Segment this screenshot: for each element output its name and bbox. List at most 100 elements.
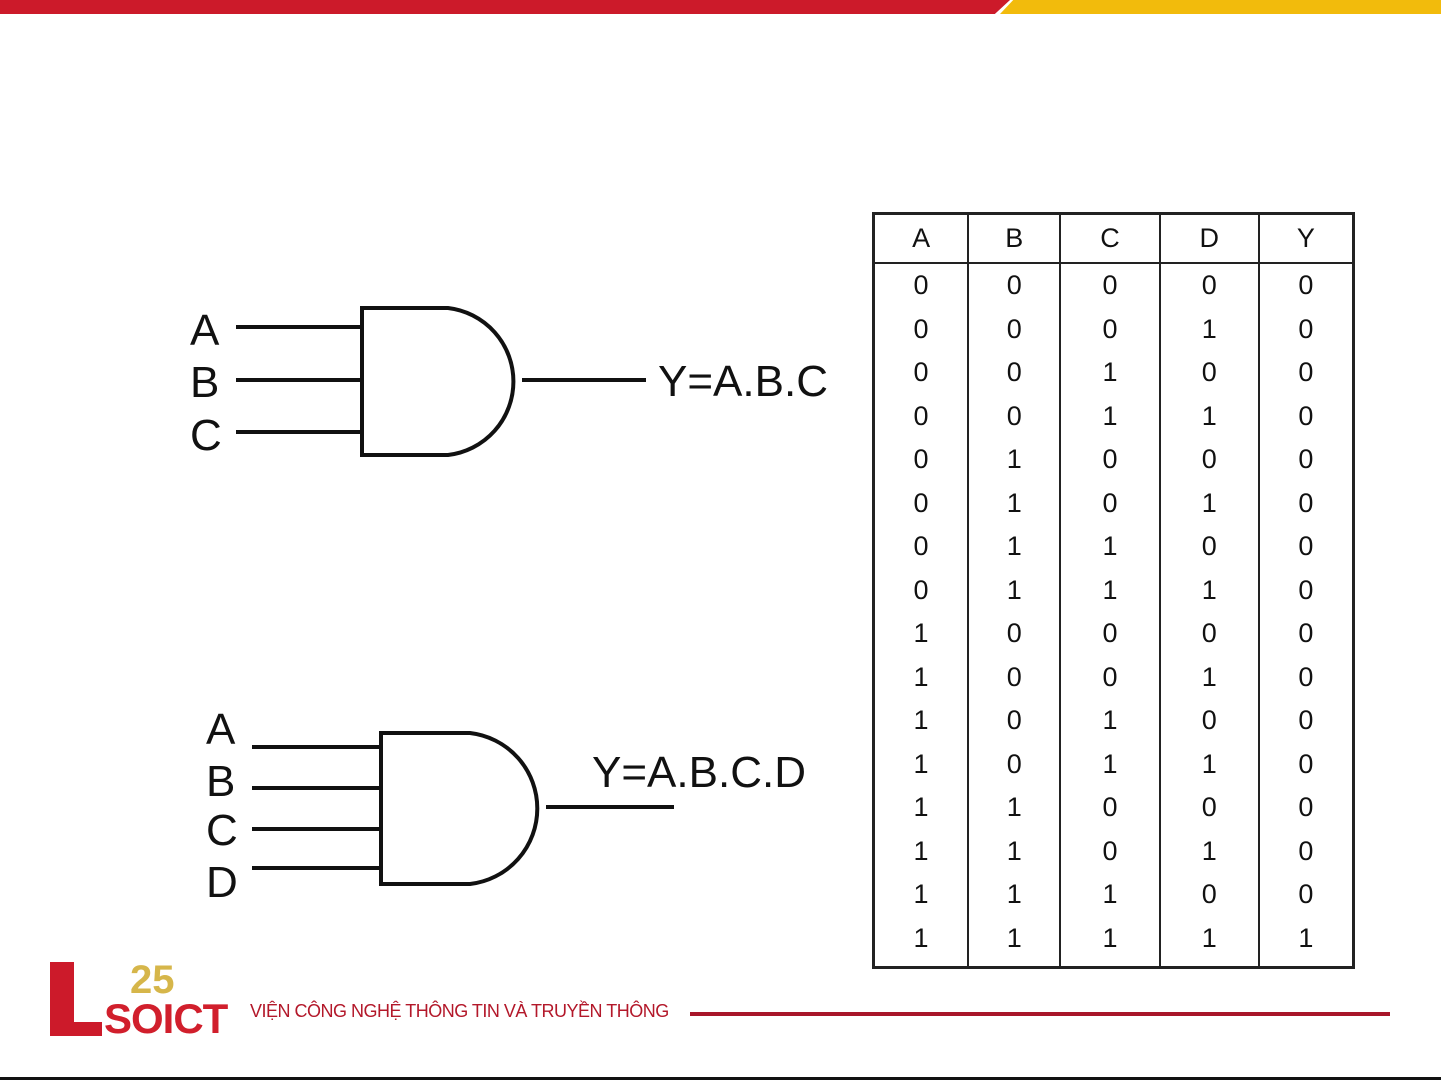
table-cell: 0 xyxy=(1059,786,1160,830)
institute-name: VIỆN CÔNG NGHỆ THÔNG TIN VÀ TRUYỀN THÔNG xyxy=(250,1001,669,1021)
table-cell: 0 xyxy=(913,357,929,388)
table-cell: 1 xyxy=(967,438,1061,482)
table-cell: 0 xyxy=(967,612,1061,656)
table-cell: 0 xyxy=(967,699,1061,743)
table-cell: 0 xyxy=(967,263,1061,308)
table-cell: 1 xyxy=(1059,742,1160,786)
table-cell: 1 xyxy=(967,481,1061,525)
soict-logo: SOICT xyxy=(104,995,228,1042)
table-cell: 0 xyxy=(913,487,929,518)
table-cell: 1 xyxy=(967,873,1061,917)
table-cell: 0 xyxy=(913,531,929,562)
column-header-b: B xyxy=(967,213,1061,264)
table-cell: 1 xyxy=(1059,525,1160,569)
table-cell: 1 xyxy=(913,618,929,649)
gate2-input-a: A xyxy=(206,705,236,754)
gate1-input-b: B xyxy=(190,358,219,407)
table-cell: 0 xyxy=(1257,438,1354,482)
table-cell: 0 xyxy=(913,574,929,605)
table-cell: 1 xyxy=(1158,742,1259,786)
table-cell: 0 xyxy=(1059,438,1160,482)
table-cell: 0 xyxy=(1158,525,1259,569)
table-cell: 0 xyxy=(1059,612,1160,656)
table-cell: 0 xyxy=(1257,394,1354,438)
gate2-output-expression: Y=A.B.C.D xyxy=(592,748,806,797)
table-cell: 0 xyxy=(1158,351,1259,395)
table-cell: 0 xyxy=(1158,786,1259,830)
table-cell: 0 xyxy=(1158,873,1259,917)
table-cell: 0 xyxy=(1158,263,1259,308)
table-cell: 0 xyxy=(1059,829,1160,873)
table-cell: 0 xyxy=(1257,263,1354,308)
table-cell: 1 xyxy=(1158,655,1259,699)
table-cell: 0 xyxy=(1257,655,1354,699)
table-cell: 0 xyxy=(967,351,1061,395)
gate2-input-c: C xyxy=(206,806,238,855)
table-cell: 0 xyxy=(1257,699,1354,743)
and-gate-diagrams: A B C Y=A.B.C A B C D Y=A.B.C.D xyxy=(190,306,828,907)
table-cell: 1 xyxy=(967,786,1061,830)
anniversary-logo: 25 xyxy=(130,958,175,1002)
table-cell: 0 xyxy=(1059,307,1160,351)
table-cell: 0 xyxy=(967,742,1061,786)
top-bar-yellow xyxy=(1000,0,1441,14)
table-cell: 1 xyxy=(913,661,929,692)
table-cell: 0 xyxy=(1257,568,1354,612)
table-cell: 0 xyxy=(1158,699,1259,743)
table-cell: 1 xyxy=(913,705,929,736)
table-cell: 1 xyxy=(1059,916,1160,968)
table-cell: 0 xyxy=(1257,873,1354,917)
gate1-input-c: C xyxy=(190,411,222,460)
top-bar-red xyxy=(0,0,1010,14)
table-cell: 1 xyxy=(1059,873,1160,917)
column-header-c: C xyxy=(1059,213,1160,264)
and-gate-4-input xyxy=(252,731,674,886)
table-cell: 1 xyxy=(1059,568,1160,612)
table-cell: 0 xyxy=(1158,438,1259,482)
table-cell: 1 xyxy=(913,922,929,953)
table-cell: 1 xyxy=(967,568,1061,612)
gate1-input-a: A xyxy=(190,306,220,355)
table-cell: 1 xyxy=(967,829,1061,873)
table-cell: 1 xyxy=(1158,568,1259,612)
table-cell: 1 xyxy=(913,792,929,823)
table-cell: 0 xyxy=(967,394,1061,438)
table-cell: 0 xyxy=(1257,829,1354,873)
column-header-d: D xyxy=(1158,213,1259,264)
table-cell: 0 xyxy=(1059,655,1160,699)
table-cell: 0 xyxy=(913,444,929,475)
table-cell: 1 xyxy=(1158,481,1259,525)
table-cell: 1 xyxy=(1158,916,1259,968)
table-cell: 0 xyxy=(1257,525,1354,569)
bottom-border xyxy=(0,1077,1441,1080)
table-cell: 1 xyxy=(913,879,929,910)
table-cell: 0 xyxy=(1257,307,1354,351)
gate1-output-expression: Y=A.B.C xyxy=(658,357,828,406)
hust-logo-base xyxy=(50,1022,102,1036)
table-cell: 0 xyxy=(1059,263,1160,308)
and-gate-3-input xyxy=(236,306,646,457)
table-cell: 1 xyxy=(913,835,929,866)
table-cell: 0 xyxy=(967,307,1061,351)
table-cell: 1 xyxy=(913,748,929,779)
table-cell: 0 xyxy=(1257,786,1354,830)
table-cell: 0 xyxy=(913,400,929,431)
table-cell: 1 xyxy=(967,525,1061,569)
table-cell: 0 xyxy=(1257,742,1354,786)
table-cell: 0 xyxy=(1257,612,1354,656)
table-cell: 0 xyxy=(913,270,929,301)
